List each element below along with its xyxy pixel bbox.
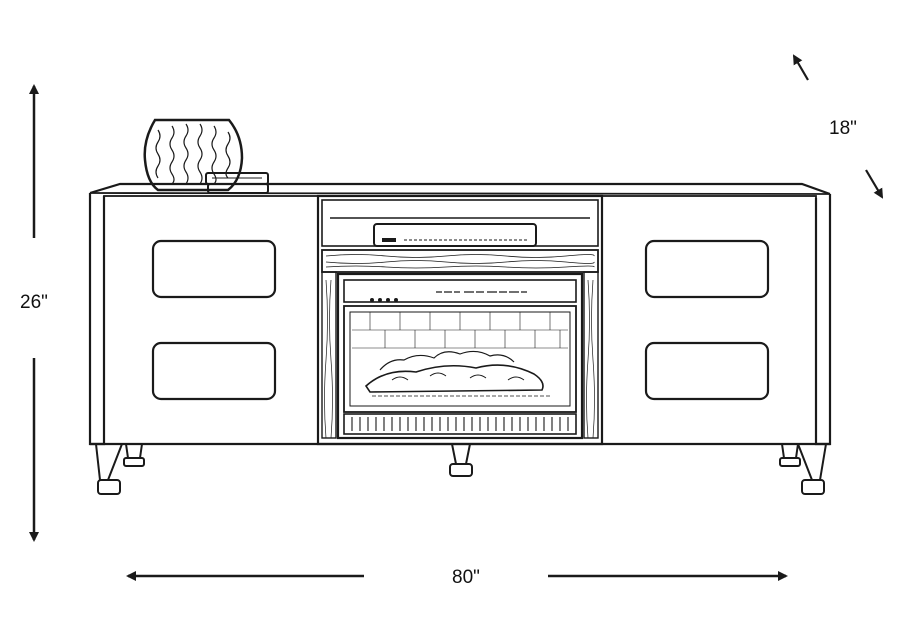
cabinet-left-side (88, 193, 106, 446)
leg-back-left (125, 443, 143, 459)
depth-arrow-front (865, 169, 884, 199)
leg-back-right (781, 443, 799, 459)
fireplace-control-panel (343, 279, 577, 303)
cabinet-top (89, 182, 831, 196)
media-player (373, 223, 537, 247)
leg-front-left (94, 443, 124, 481)
height-dimension: 26" (20, 84, 48, 542)
right-door-window-bottom (644, 341, 770, 401)
depth-dimension: 18" (792, 54, 884, 199)
cabinet-right-side (814, 194, 832, 446)
right-door-window-top (644, 239, 770, 299)
left-door-window-bottom (151, 341, 277, 401)
leg-center (451, 443, 471, 465)
wood-band (321, 249, 599, 273)
fireplace-window (343, 305, 577, 413)
depth-label: 18" (829, 118, 857, 139)
width-dimension: 80" (126, 567, 788, 588)
fireplace-grille (343, 413, 577, 435)
width-label: 80" (452, 567, 480, 588)
fireplace-insert (336, 272, 584, 440)
left-door-window-top (151, 239, 277, 299)
fireplace-logs (364, 364, 544, 393)
right-door (601, 195, 817, 445)
control-button (378, 298, 382, 302)
leg-front-right (796, 443, 828, 481)
height-label: 26" (20, 292, 48, 313)
control-button (394, 298, 398, 302)
cabinet-legs (94, 443, 828, 495)
left-door (103, 195, 319, 445)
decorative-vase (143, 118, 244, 192)
center-frame (316, 194, 604, 446)
control-button (386, 298, 390, 302)
control-button (370, 298, 374, 302)
depth-arrow-back (792, 54, 809, 81)
